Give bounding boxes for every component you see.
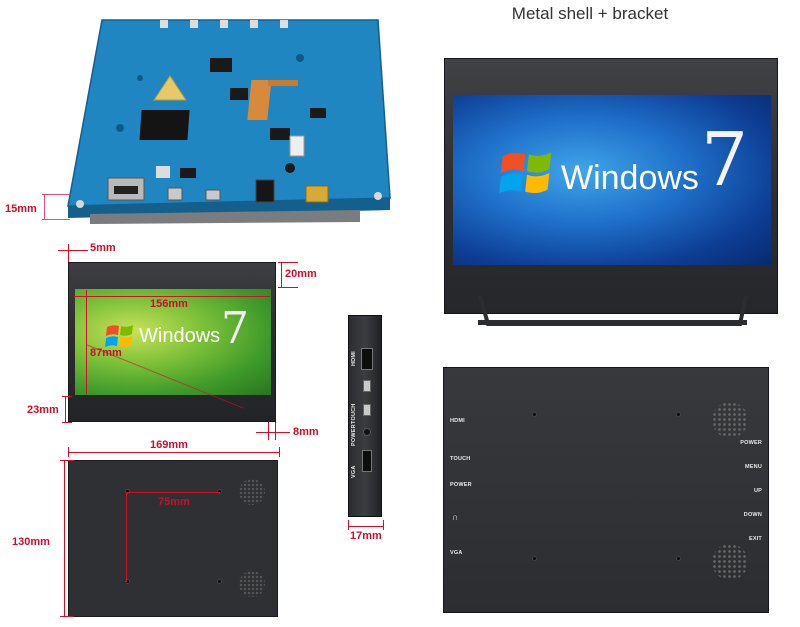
headphone-icon: ∩	[452, 512, 459, 522]
speaker-grille-icon	[239, 571, 265, 597]
total-width-dim: 169mm	[150, 439, 188, 451]
back-panel-large-photo: HDMI TOUCH POWER ∩ VGA POWER MENU UP DOW…	[443, 367, 769, 613]
windows-version: 7	[221, 303, 249, 354]
hole-spacing-dim: 75mm	[158, 496, 190, 508]
back-label-down: DOWN	[743, 512, 762, 518]
speaker-grille-icon	[712, 402, 748, 438]
back-label-vga: VGA	[450, 550, 463, 556]
side-label-hdmi: HDMI	[351, 351, 357, 366]
back-label-up: UP	[753, 488, 762, 494]
back-label-hdmi: HDMI	[450, 418, 465, 424]
side-label-vga: VGA	[351, 465, 357, 478]
windows-wordmark: Windows	[139, 325, 221, 347]
side-view-photo: HDMI TOUCH POWER VGA	[348, 315, 382, 517]
active-width-dim: 156mm	[150, 298, 188, 310]
windows-wordmark: Windows	[561, 159, 699, 197]
back-label-exit: EXIT	[748, 536, 762, 542]
depth-dim: 17mm	[350, 530, 382, 542]
side-label-power: POWER	[351, 424, 357, 446]
front-monitor-photo: Windows 7	[68, 262, 276, 422]
back-panel-photo	[68, 460, 278, 617]
front-screen: Windows 7	[75, 289, 271, 395]
bezel-bottom-dim: 23mm	[27, 404, 59, 416]
windows-version: 7	[701, 117, 749, 203]
back-label-power: POWER	[450, 482, 472, 488]
bezel-top-dim: 20mm	[285, 268, 317, 280]
page-heading: Metal shell + bracket	[511, 4, 669, 23]
bezel-right-dim: 8mm	[293, 426, 319, 438]
bezel-side-dim: 5mm	[90, 242, 116, 254]
total-height-dim: 130mm	[12, 536, 50, 548]
windows-logo-icon	[105, 321, 135, 351]
pcb-board-photo	[60, 18, 400, 228]
side-label-touch: TOUCH	[351, 403, 357, 424]
back-label-power-btn: POWER	[740, 440, 762, 446]
pcb-thickness-dim: 15mm	[5, 203, 37, 215]
shell-monitor-photo: Windows 7	[444, 58, 778, 314]
back-label-touch: TOUCH	[450, 456, 471, 462]
speaker-grille-icon	[712, 544, 748, 580]
back-label-menu: MENU	[745, 464, 762, 470]
windows-logo-icon	[499, 145, 555, 201]
speaker-grille-icon	[239, 479, 265, 505]
shell-screen: Windows 7	[453, 95, 771, 265]
stand-bracket	[470, 290, 755, 330]
